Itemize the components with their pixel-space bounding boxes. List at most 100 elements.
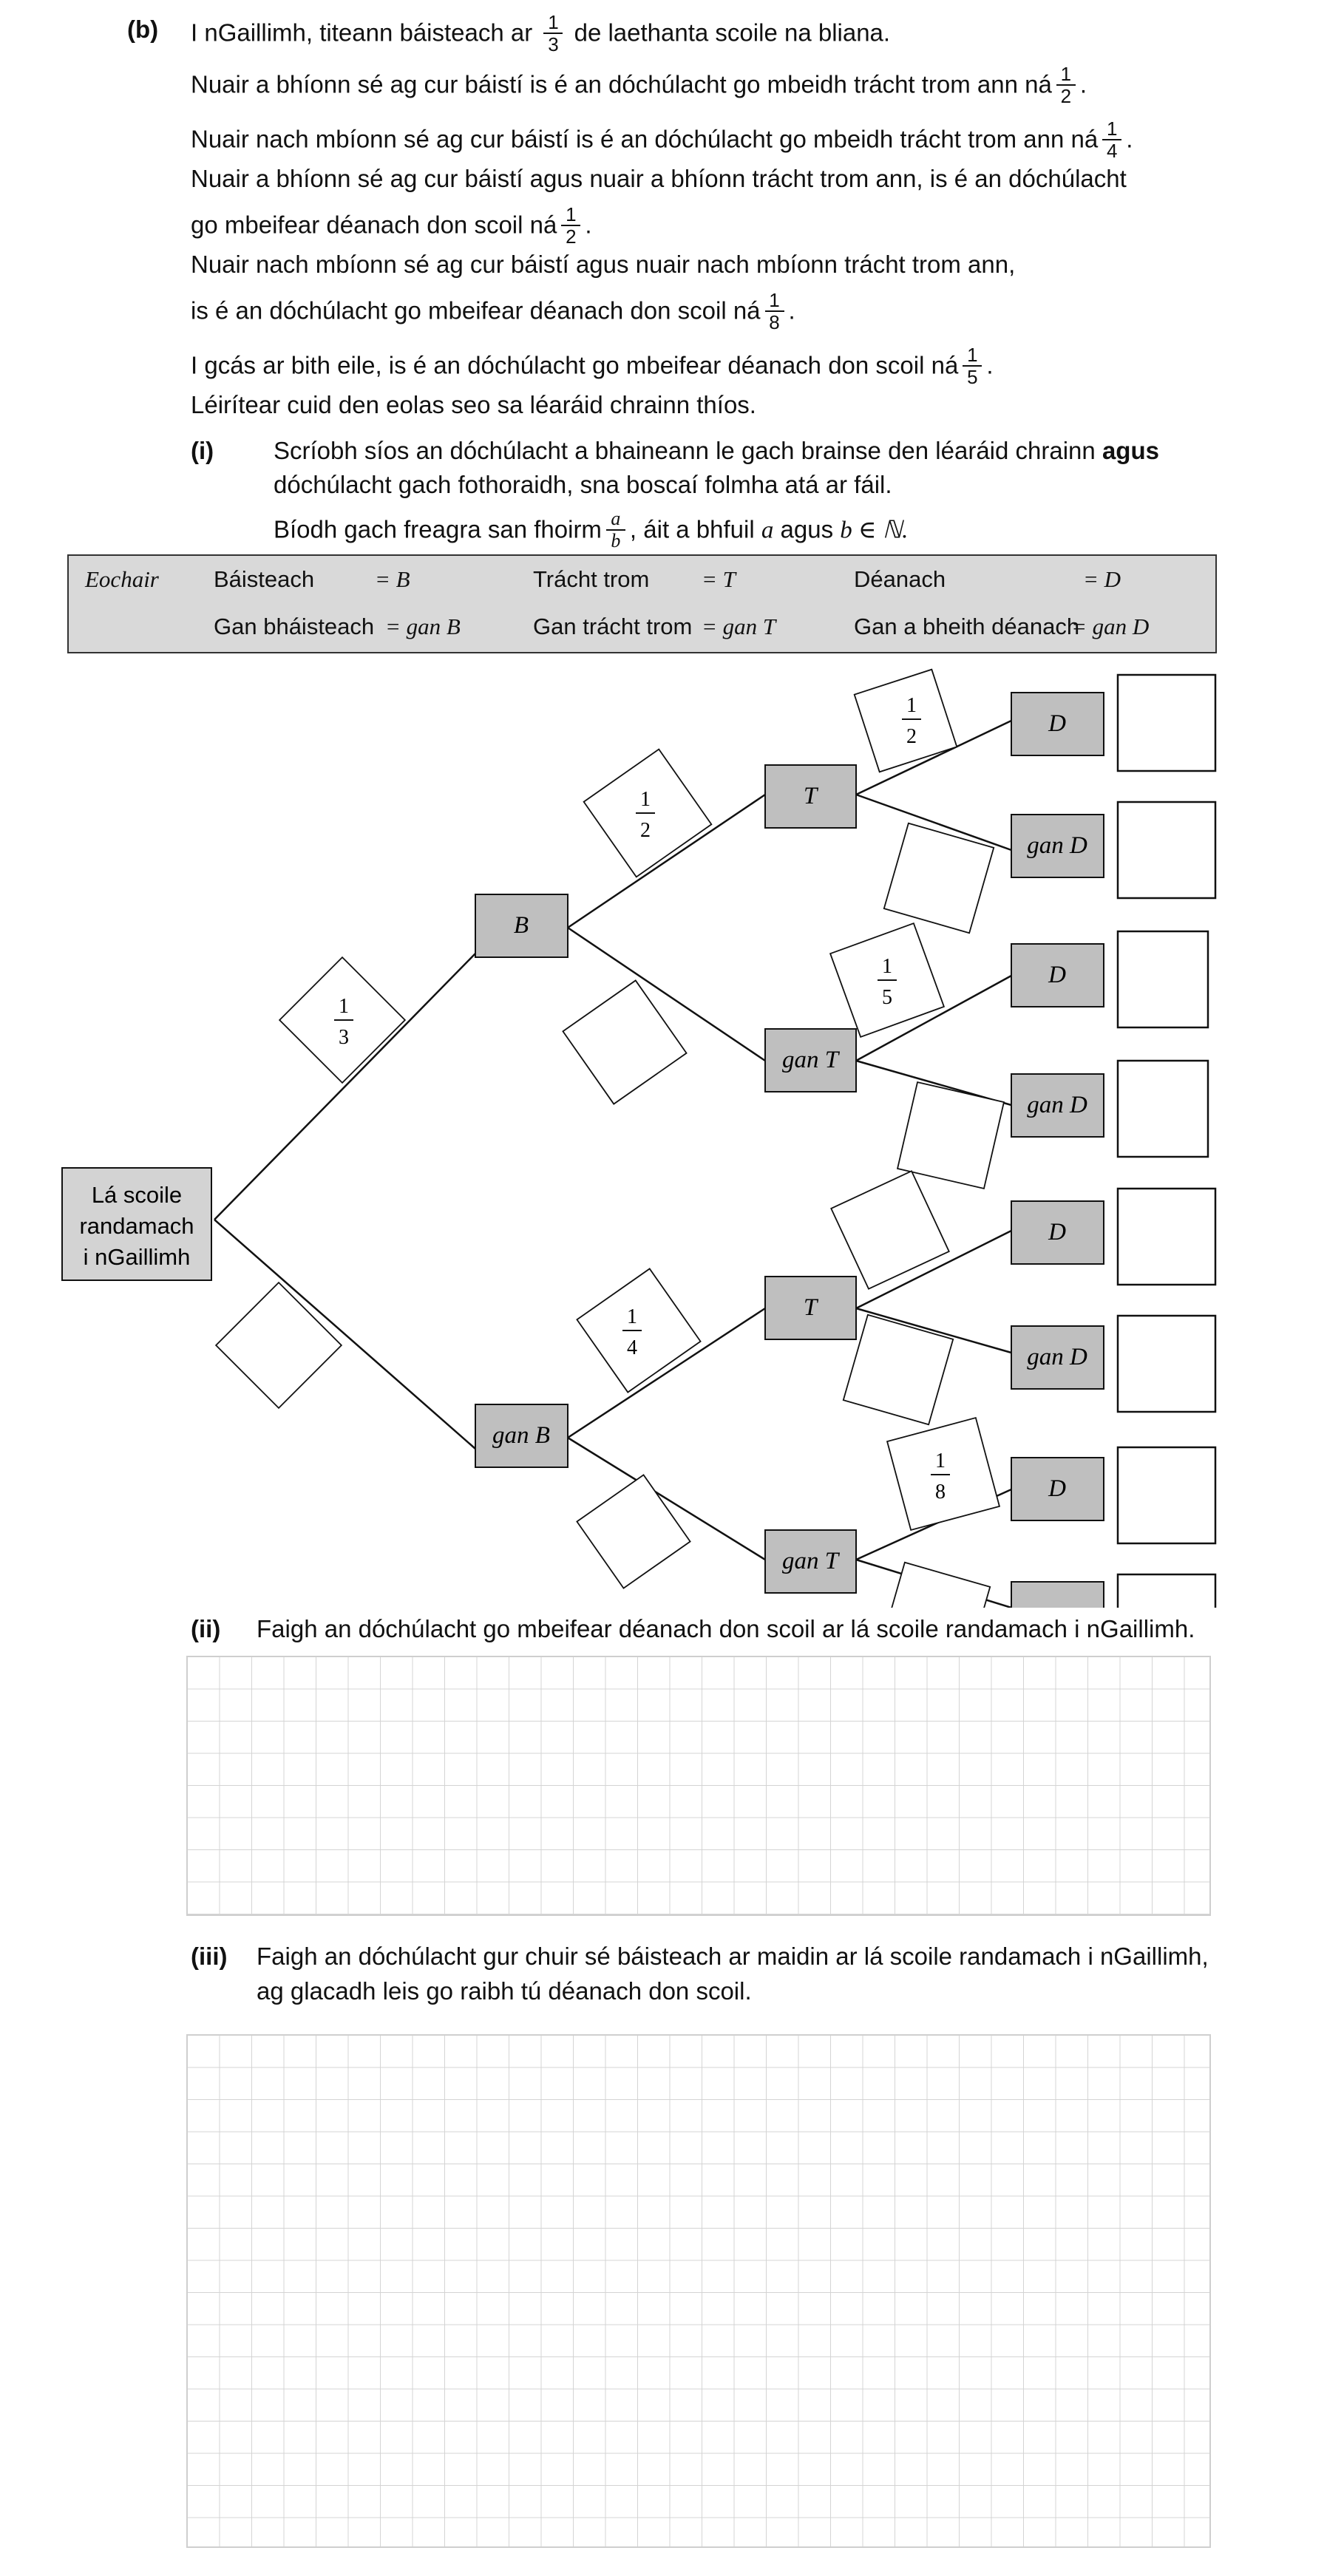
question-line-3: Nuair nach mbíonn sé ag cur báistí is é … xyxy=(191,118,1133,162)
svg-text:1: 1 xyxy=(935,1450,946,1472)
svg-text:4: 4 xyxy=(627,1336,637,1359)
part-i-line-2: dóchúlacht gach fothoraidh, sna boscaí f… xyxy=(274,471,892,498)
answer-grid-ii[interactable] xyxy=(186,1656,1211,1916)
branch-box-not-late-4-partial[interactable] xyxy=(879,1561,991,1608)
given-probabilities: 1 3 1 2 1 5 1 4 1 8 1 2 xyxy=(334,694,950,1503)
node-traffic-2: T xyxy=(764,1276,857,1340)
part-ii-text: Faigh an dóchúlacht go mbeifear déanach … xyxy=(257,1615,1195,1642)
branch-box-not-late-1[interactable] xyxy=(883,822,995,934)
given-prob-rain: 1 3 xyxy=(334,995,353,1049)
key-no-traffic: Gan trácht trom xyxy=(533,614,693,639)
node-not-late-3: gan D xyxy=(1011,1325,1104,1390)
node-no-rain: gan B xyxy=(475,1404,569,1468)
outcome-answer-box-7[interactable] xyxy=(1116,1446,1217,1545)
outcome-answer-box-4[interactable] xyxy=(1116,1059,1209,1158)
node-late-2: D xyxy=(1011,943,1104,1007)
key-traffic: Trácht trom xyxy=(533,566,650,592)
svg-text:D: D xyxy=(1048,1219,1066,1245)
svg-text:1: 1 xyxy=(882,955,892,978)
key-rain: Báisteach xyxy=(214,566,315,592)
key-box: Eochair Báisteach = B Gan bháisteach = g… xyxy=(67,554,1217,653)
svg-text:T: T xyxy=(804,1294,819,1321)
node-not-late-2: gan D xyxy=(1011,1073,1104,1138)
outcome-answer-box-2[interactable] xyxy=(1116,801,1217,900)
part-iii-label: (iii) xyxy=(191,1943,228,1970)
answer-grid-iii[interactable] xyxy=(186,2034,1211,2548)
svg-text:1: 1 xyxy=(627,1305,637,1328)
svg-text:3: 3 xyxy=(339,1026,349,1049)
svg-text:2: 2 xyxy=(640,819,651,842)
branch-box-late-3[interactable] xyxy=(830,1170,950,1290)
given-prob-traffic-given-no-rain: 1 4 xyxy=(622,1305,642,1359)
svg-text:gan D: gan D xyxy=(1027,1092,1087,1118)
node-traffic-1: T xyxy=(764,764,857,829)
outcome-answer-box-1[interactable] xyxy=(1116,673,1217,772)
svg-text:gan B: gan B xyxy=(492,1422,550,1449)
outcome-answer-box-3[interactable] xyxy=(1116,930,1209,1029)
part-i-label: (i) xyxy=(191,437,214,464)
part-iii-line-2: ag glacadh leis go raibh tú déanach don … xyxy=(257,1977,752,2005)
branch-box-no-traffic-given-no-rain[interactable] xyxy=(576,1474,691,1589)
question-line-4a: Nuair a bhíonn sé ag cur báistí agus nua… xyxy=(191,165,1127,192)
given-prob-late-1: 1 2 xyxy=(902,694,921,748)
given-prob-late-2: 1 5 xyxy=(878,955,897,1009)
svg-text:D: D xyxy=(1048,962,1066,988)
key-rain-symbol: = B xyxy=(375,566,410,592)
branch-box-not-late-3[interactable] xyxy=(842,1314,954,1426)
node-no-traffic-2: gan T xyxy=(764,1529,857,1594)
svg-text:1: 1 xyxy=(640,788,651,811)
svg-text:1: 1 xyxy=(339,995,349,1018)
key-not-late-symbol: = gan D xyxy=(1071,614,1150,639)
tree-branches xyxy=(214,719,1012,1608)
svg-text:gan T: gan T xyxy=(782,1047,841,1073)
question-line-7: Léirítear cuid den eolas seo sa léaráid … xyxy=(191,391,756,418)
svg-text:5: 5 xyxy=(882,986,892,1009)
key-no-rain-symbol: = gan B xyxy=(385,614,461,639)
outcome-answer-box-8[interactable] xyxy=(1116,1573,1217,1608)
node-no-traffic-1: gan T xyxy=(764,1028,857,1092)
question-line-6: I gcás ar bith eile, is é an dóchúlacht … xyxy=(191,344,994,388)
svg-text:8: 8 xyxy=(935,1481,946,1503)
svg-text:1: 1 xyxy=(906,694,917,717)
svg-text:Lá scoile: Lá scoile xyxy=(92,1182,182,1208)
part-iii-line-1: Faigh an dóchúlacht gur chuir sé báistea… xyxy=(257,1943,1209,1970)
key-traffic-symbol: = T xyxy=(702,566,736,592)
node-late-1: D xyxy=(1011,692,1104,756)
svg-text:i nGaillimh: i nGaillimh xyxy=(84,1244,191,1270)
branch-box-no-traffic-given-rain[interactable] xyxy=(562,979,688,1105)
branch-box-no-rain[interactable] xyxy=(214,1281,343,1410)
node-late-4: D xyxy=(1011,1457,1104,1521)
outcome-answer-box-5[interactable] xyxy=(1116,1187,1217,1286)
svg-text:D: D xyxy=(1048,1475,1066,1502)
part-b-label: (b) xyxy=(127,16,159,43)
key-no-rain: Gan bháisteach xyxy=(214,614,375,639)
branch-box-not-late-2[interactable] xyxy=(896,1081,1005,1190)
given-prob-late-4: 1 8 xyxy=(931,1450,950,1503)
svg-text:2: 2 xyxy=(906,725,917,748)
key-not-late: Gan a bheith déanach xyxy=(854,614,1080,639)
svg-text:B: B xyxy=(514,912,529,939)
key-no-traffic-symbol: = gan T xyxy=(702,614,776,639)
node-rain: B xyxy=(475,894,569,958)
svg-text:T: T xyxy=(804,783,819,809)
svg-text:gan D: gan D xyxy=(1027,832,1087,859)
node-not-late-4-partial xyxy=(1011,1581,1104,1608)
question-line-5a: Nuair nach mbíonn sé ag cur báistí agus … xyxy=(191,251,1016,278)
svg-text:gan T: gan T xyxy=(782,1548,841,1574)
svg-text:D: D xyxy=(1048,710,1066,737)
outcome-answer-box-6[interactable] xyxy=(1116,1314,1217,1413)
node-late-3: D xyxy=(1011,1200,1104,1265)
question-line-2: Nuair a bhíonn sé ag cur báistí is é an … xyxy=(191,63,1087,107)
branch-box-late-1[interactable] xyxy=(853,668,958,773)
node-root: Lá scoile randamach i nGaillimh xyxy=(61,1167,212,1281)
svg-text:gan D: gan D xyxy=(1027,1344,1087,1370)
node-not-late-1: gan D xyxy=(1011,814,1104,878)
